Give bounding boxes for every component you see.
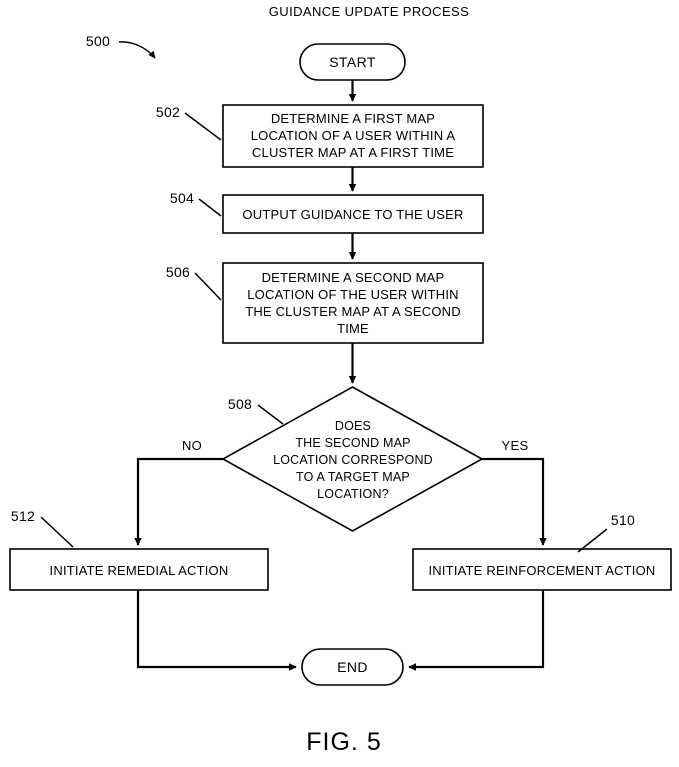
decision-line-3: LOCATION CORRESPOND (273, 453, 433, 467)
decision-diamond-508 (221, 386, 484, 532)
process-512-label: INITIATE REMEDIAL ACTION (50, 563, 229, 578)
process-box-506 (222, 262, 484, 344)
ref-500-label: 500 (86, 33, 110, 49)
ref-506-label: 506 (166, 264, 190, 280)
ref-502-label: 502 (156, 104, 180, 120)
end-terminator (301, 648, 404, 686)
process-502-line-3: CLUSTER MAP AT A FIRST TIME (252, 145, 454, 160)
process-502-line-1: DETERMINE A FIRST MAP (271, 111, 435, 126)
ref-504-leader (198, 198, 222, 217)
branch-label-yes: YES (502, 438, 529, 453)
branch-label-no: NO (182, 438, 202, 453)
process-510-label: INITIATE REINFORCEMENT ACTION (428, 563, 655, 578)
start-label: START (329, 54, 376, 70)
figure-title: GUIDANCE UPDATE PROCESS (269, 4, 469, 19)
process-box-512 (9, 548, 269, 591)
ref-500-leader (118, 41, 156, 59)
decision-line-1: DOES (335, 419, 371, 433)
ref-504-label: 504 (170, 190, 194, 206)
decision-line-4: TO A TARGET MAP (296, 470, 410, 484)
ref-502-leader (184, 112, 222, 141)
ref-512-label: 512 (11, 508, 35, 524)
connector-no-to-512 (134, 457, 223, 546)
process-506-line-1: DETERMINE A SECOND MAP (262, 270, 445, 285)
decision-line-5: LOCATION? (317, 487, 389, 501)
ref-508-label: 508 (228, 396, 252, 412)
process-504-line-1: OUTPUT GUIDANCE TO THE USER (242, 207, 463, 222)
ref-510-label: 510 (611, 512, 635, 528)
process-box-510 (412, 548, 672, 591)
connector-510-to-end (408, 590, 545, 671)
decision-line-2: THE SECOND MAP (295, 436, 410, 450)
figure-caption: FIG. 5 (306, 728, 381, 756)
process-506-line-3: THE CLUSTER MAP AT A SECOND (245, 304, 461, 319)
process-506-line-2: LOCATION OF THE USER WITHIN (247, 287, 458, 302)
ref-508-leader (257, 404, 284, 425)
ref-506-leader (194, 272, 222, 301)
ref-510-leader (577, 528, 608, 553)
ref-512-leader (40, 516, 74, 548)
process-502-line-2: LOCATION OF A USER WITHIN A (251, 128, 456, 143)
connector-512-to-end (136, 590, 297, 671)
connector-yes-to-510 (482, 457, 547, 546)
end-label: END (337, 659, 368, 675)
process-506-line-4: TIME (337, 321, 369, 336)
process-box-502 (222, 104, 484, 168)
